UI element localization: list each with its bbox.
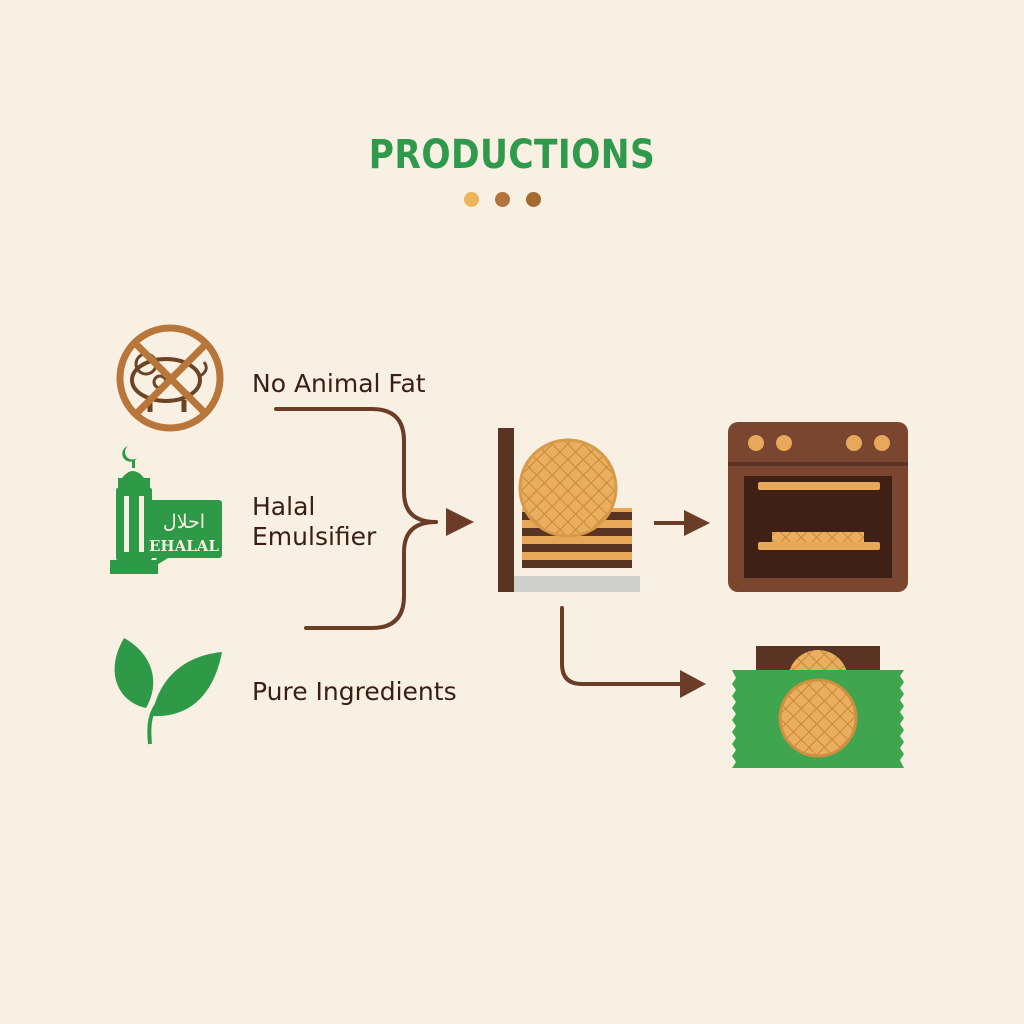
arrow-to-oven (654, 510, 710, 536)
no-pig-icon (116, 324, 224, 432)
branch-connector (560, 606, 706, 698)
merge-connector (274, 407, 438, 630)
wafer-layering-icon (498, 428, 640, 592)
title-dot (526, 192, 541, 207)
halal-latin-text: EHALAL (149, 537, 219, 555)
title-dot (464, 192, 479, 207)
oven-knob (846, 435, 862, 451)
feature-label-pure-ingredients: Pure Ingredients (252, 677, 457, 706)
oven-knob (874, 435, 890, 451)
feature-label-halal-emulsifier: Halal Emulsifier (252, 492, 376, 552)
feature-label-no-animal-fat: No Animal Fat (252, 369, 426, 398)
feature-label-line: Emulsifier (252, 522, 377, 551)
oven-knob (748, 435, 764, 451)
oven-knob (776, 435, 792, 451)
halal-mosque-icon: احلال EHALAL (110, 446, 222, 574)
merge-arrowhead (446, 508, 474, 536)
feature-label-line: Halal (252, 492, 316, 521)
title-dot (495, 192, 510, 207)
wafer-package-icon (732, 646, 904, 768)
halal-arabic-text: احلال (163, 511, 205, 533)
oven-icon (728, 422, 908, 592)
page-title: PRODUCTIONS (368, 132, 656, 178)
title-dots (464, 192, 541, 208)
leaf-icon (114, 638, 222, 745)
